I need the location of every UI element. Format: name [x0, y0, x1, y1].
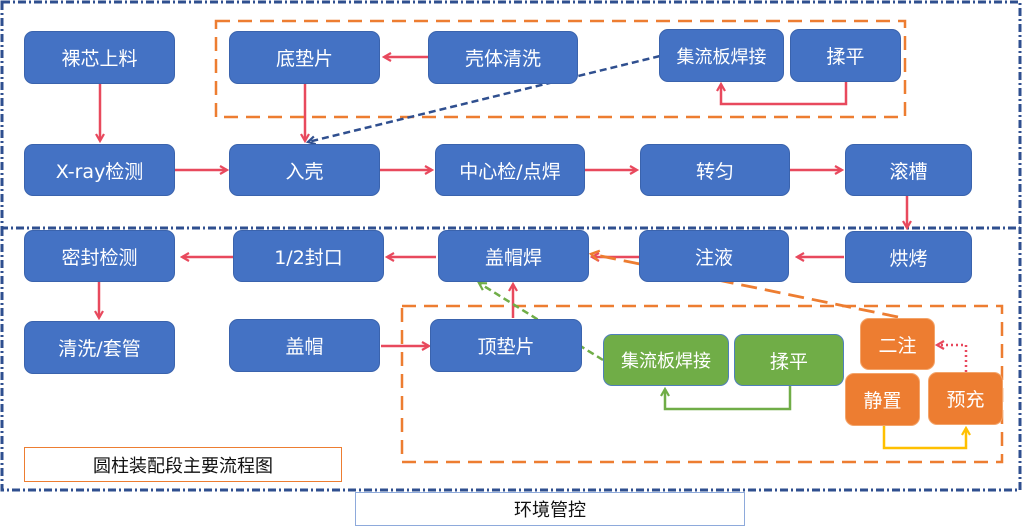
node-tab-welding-top: 集流板焊接 — [659, 29, 784, 82]
node-pre-charge: 预充 — [928, 372, 1003, 425]
top-group-frame — [214, 19, 907, 119]
node-baking: 烘烤 — [845, 231, 972, 283]
node-case-cleaning: 壳体清洗 — [428, 31, 578, 84]
node-standing: 静置 — [845, 373, 920, 426]
main-frame — [0, 0, 1022, 230]
node-half-sealing: 1/2封口 — [233, 230, 384, 282]
node-bottom-pad: 底垫片 — [229, 31, 380, 84]
arrow-topweld-to-case — [308, 54, 661, 142]
node-tab-welding-bottom: 集流板焊接 — [603, 334, 729, 386]
node-insert-case: 入壳 — [229, 144, 380, 196]
diagram-title: 圆柱装配段主要流程图 — [24, 447, 342, 482]
node-top-pad: 顶垫片 — [430, 319, 582, 372]
node-flattening-bottom: 揉平 — [734, 334, 844, 386]
node-second-injection: 二注 — [860, 318, 935, 370]
node-cap: 盖帽 — [229, 319, 380, 372]
bottom-group-frame — [400, 304, 1004, 464]
arrow-second-inject-to-capweld — [591, 254, 899, 319]
node-seal-inspection: 密封检测 — [24, 230, 175, 282]
arrow-flatten-to-weld-bottom — [665, 386, 792, 411]
main-frame-lower — [0, 228, 1022, 492]
arrow-precharge-to-second-inject — [937, 345, 968, 372]
node-cleaning-sleeving: 清洗/套管 — [24, 321, 175, 374]
arrow-flatten-to-weld-top — [721, 82, 848, 106]
node-cap-welding: 盖帽焊 — [438, 230, 589, 282]
node-center-check: 中心检/点焊 — [435, 144, 585, 196]
node-bare-cell-loading: 裸芯上料 — [24, 31, 175, 84]
node-flattening-top: 揉平 — [790, 29, 901, 82]
node-transfer: 转匀 — [640, 144, 790, 196]
node-electrolyte-injection: 注液 — [639, 230, 789, 282]
arrow-stand-to-precharge — [882, 426, 966, 450]
environment-control-label: 环境管控 — [355, 492, 745, 526]
node-xray-inspection: X-ray检测 — [24, 144, 175, 196]
node-grooving: 滚槽 — [845, 144, 972, 196]
